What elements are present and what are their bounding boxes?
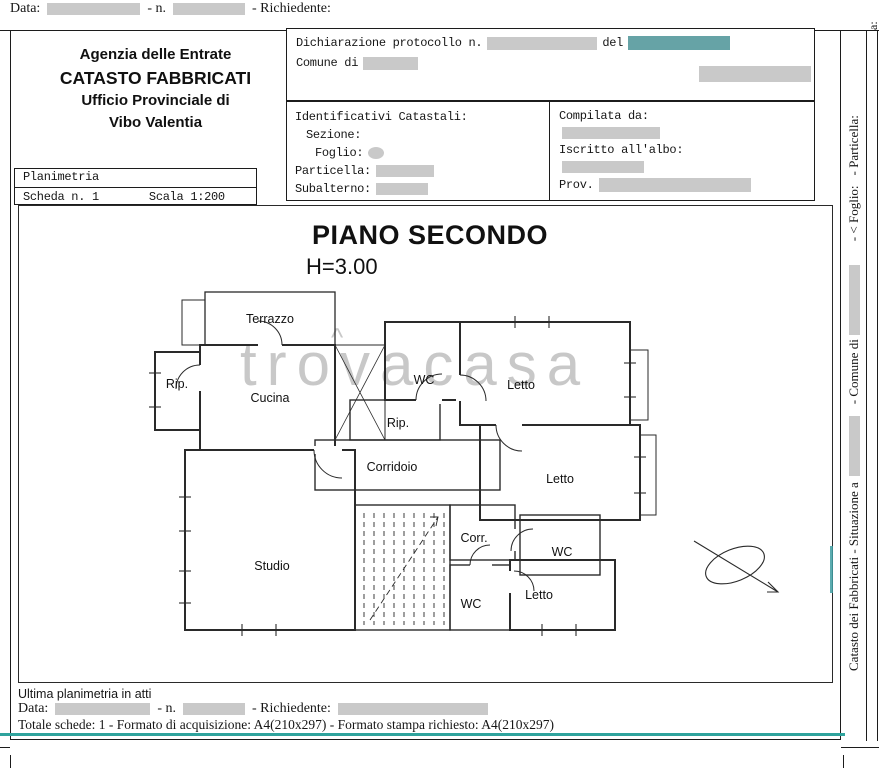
declaration-box: Dichiarazione protocollo n. del Comune d… [286,28,815,101]
richiedente-label: - Richiedente: [252,1,331,16]
agency-line-4: Vibo Valentia [108,114,203,131]
redacted-text [562,127,660,139]
redacted-text [598,178,751,192]
redacted-text [47,3,141,15]
plan-frame [18,205,833,683]
subalterno-row: Subalterno: [295,180,541,198]
crop-tick [10,755,12,768]
room-label-letto-bottom: Letto [525,588,553,602]
room-label-rip-mid: Rip. [387,416,409,430]
number-label: - n. [157,701,176,716]
richiedente-label: - Richiedente: [252,701,331,716]
number-label: - n. [147,1,166,16]
redacted-text [55,703,151,715]
vertical-text-comune: - Comune di [846,339,861,405]
north-arrow-icon [693,540,780,593]
top-data-line: Data: - n. - Richiedente: [10,1,331,17]
agency-line-1: Agenzia delle Entrate [79,46,232,63]
windows-group [149,316,646,636]
crop-tick [841,30,879,32]
ultima-planimetria-label: Ultima planimetria in atti [18,687,152,701]
particella-label: Particella: [295,164,371,178]
staircase-group [363,513,445,625]
particella-row: Particella: [295,162,541,180]
redacted-text [337,703,488,715]
room-label-wc-right: WC [552,545,573,559]
data-label: Data: [18,701,49,716]
room-label-rip-left: Rip. [166,377,188,391]
comune-label: Comune di [296,56,359,70]
room-label-wc-bottom: WC [461,597,482,611]
planimetria-box: Planimetria Scheda n. 1 Scala 1:200 [14,168,257,205]
redacted-text [183,703,245,715]
sezione-row: Sezione: [306,128,362,142]
floor-plan-drawing: Terrazzo Rip. Cucina WC Letto Rip. Corri… [149,291,833,636]
comune-row: Comune di [296,56,805,70]
footer-data-line: Data: - n. - Richiedente: [18,701,488,717]
iscritto-label: Iscritto all'albo: [559,143,684,157]
crop-tick [841,747,879,749]
prov-label: Prov. [559,178,594,192]
crop-tick [0,30,10,32]
redacted-text [173,3,245,15]
foglio-label: Foglio: [315,146,364,160]
room-label-corridoio: Corridoio [367,460,418,474]
margin-divider-line [866,30,867,741]
redacted-text [848,265,860,336]
redacted-text [363,56,419,70]
compilata-title: Compilata da: [559,109,649,123]
agency-header: Agenzia delle Entrate CATASTO FABBRICATI… [33,44,278,134]
protocol-row: Dichiarazione protocollo n. del [296,36,805,50]
totale-schede-line: Totale schede: 1 - Formato di acquisizio… [18,717,554,732]
del-label: del [602,36,624,50]
door-arcs-group [175,320,535,592]
scheda-label: Scheda n. 1 [23,190,99,204]
teal-bottom-rule [0,733,845,736]
room-label-wc-top: WC [414,373,435,387]
redacted-text-teal [628,36,731,50]
crop-tick [843,755,845,768]
agency-line-2: CATASTO FABBRICATI [59,68,252,88]
vertical-text-particella: - Particella: [846,115,861,176]
scala-label: Scala 1:200 [148,190,225,204]
crop-tick [0,747,10,749]
agency-line-3: Ufficio Provinciale di [81,92,230,109]
room-label-studio: Studio [254,559,289,573]
prov-row: Prov. [559,177,805,193]
identificativi-title: Identificativi Catastali: [295,110,468,124]
redacted-text [375,165,434,177]
room-labels-group: Terrazzo Rip. Cucina WC Letto Rip. Corri… [166,312,574,611]
room-label-corr: Corr. [460,531,487,545]
planimetria-title: Planimetria [15,169,256,188]
room-label-terrazzo: Terrazzo [246,312,294,326]
edge-divider-line [877,30,878,741]
room-label-letto-right: Letto [546,472,574,486]
data-label: Data: [10,1,41,16]
room-label-cucina: Cucina [251,391,290,405]
vertical-text-foglio: - < Foglio: [846,185,861,242]
protocol-label: Dichiarazione protocollo n. [296,36,483,50]
redacted-text [375,183,428,195]
door-gaps-group [196,341,522,593]
edge-text-fragment: a: [866,21,879,30]
scheda-row: Scheda n. 1 Scala 1:200 [15,188,256,206]
plan-height-label: H=3.00 [306,254,378,279]
compilata-box: Compilata da: Iscritto all'albo: Prov. [550,101,815,201]
room-label-letto-topright: Letto [507,378,535,392]
redacted-text [848,416,860,477]
plan-title: PIANO SECONDO [312,220,549,250]
watermark-text: trovacasa [240,331,591,398]
identificativi-box: Identificativi Catastali: Sezione: Fogli… [286,101,550,201]
vertical-text-catasto: Catasto dei Fabbricati - Situazione a [846,482,861,671]
foglio-row: Foglio: [295,144,541,162]
teal-stamp-artifact [830,546,833,593]
redacted-text [562,161,644,173]
redacted-text [699,66,811,82]
subalterno-label: Subalterno: [295,182,371,196]
redacted-text [487,36,598,50]
redacted-value-dot [368,147,385,159]
right-margin-vertical-text: Catasto dei Fabbricati - Situazione a - … [845,36,863,741]
